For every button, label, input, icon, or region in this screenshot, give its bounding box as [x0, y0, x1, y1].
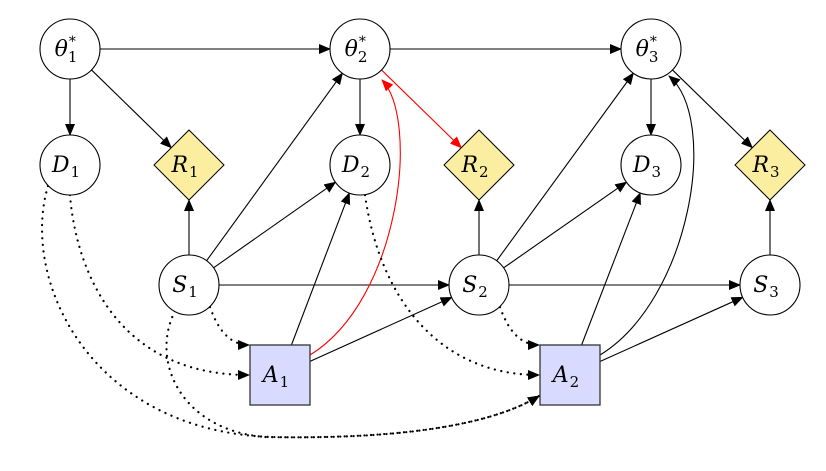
node-label: A1: [261, 363, 289, 391]
node-shape-square: [539, 344, 601, 406]
edges-layer: [40, 44, 775, 439]
node-R1: R1: [153, 129, 225, 201]
edge-theta1-to-R1: [91, 69, 172, 149]
edge-A1-to-S2: [309, 296, 453, 362]
node-theta2: θ*2: [329, 18, 391, 80]
edge-S1-to-theta2: [206, 72, 343, 262]
edge-D2-to-A2: [363, 193, 541, 380]
node-label: D1: [51, 153, 80, 181]
edge-A2-to-D3: [581, 192, 641, 346]
node-shape-circle: [39, 18, 101, 80]
edge-S2-to-A2: [498, 305, 541, 350]
node-theta3: θ*3: [620, 18, 682, 80]
edge-A2-to-theta3: [599, 75, 695, 356]
node-label: D2: [341, 153, 370, 181]
node-label: R1: [170, 153, 198, 181]
node-shape-circle: [39, 134, 101, 196]
node-shape-circle: [620, 134, 682, 196]
node-shape-square: [249, 344, 311, 406]
node-shape-circle: [158, 254, 220, 316]
node-label: θ*2: [345, 34, 368, 66]
node-shape-circle: [739, 254, 801, 316]
node-D3: D3: [620, 134, 682, 196]
edge-A1-to-theta2: [309, 79, 401, 356]
node-R2: R2: [443, 129, 515, 201]
node-label: R3: [751, 153, 779, 181]
node-D1: D1: [39, 134, 101, 196]
node-A1: A1: [249, 344, 311, 406]
edge-S1-to-A2: [165, 309, 541, 439]
node-shape-diamond: [734, 129, 806, 201]
edge-D1-to-A2: [40, 184, 541, 439]
node-shape-diamond: [443, 129, 515, 201]
node-S1: S1: [158, 254, 220, 316]
node-S2: S2: [448, 254, 510, 316]
node-label: S3: [753, 273, 779, 301]
node-label: R2: [460, 153, 488, 181]
node-label: A2: [551, 363, 579, 391]
edge-S1-to-D2: [213, 181, 337, 269]
edge-A2-to-S3: [599, 296, 744, 363]
node-shape-circle: [329, 134, 391, 196]
node-S3: S3: [739, 254, 801, 316]
node-shape-circle: [620, 18, 682, 80]
node-label: D3: [632, 153, 661, 181]
node-shape-diamond: [153, 129, 225, 201]
edge-S1-to-A1: [208, 305, 251, 350]
node-label: S2: [462, 273, 488, 301]
node-label: θ*3: [636, 34, 659, 66]
node-label: θ*1: [55, 34, 78, 66]
node-shape-circle: [329, 18, 391, 80]
node-A2: A2: [539, 344, 601, 406]
edge-S2-to-D3: [503, 181, 628, 269]
node-theta1: θ*1: [39, 18, 101, 80]
edge-theta3-to-R3: [672, 69, 753, 149]
node-R3: R3: [734, 129, 806, 201]
edge-theta2-to-R2: [381, 69, 462, 149]
edge-A1-to-D2: [290, 192, 351, 346]
node-shape-circle: [448, 254, 510, 316]
node-D2: D2: [329, 134, 391, 196]
node-label: S1: [172, 273, 198, 301]
edge-S2-to-theta3: [496, 72, 634, 262]
